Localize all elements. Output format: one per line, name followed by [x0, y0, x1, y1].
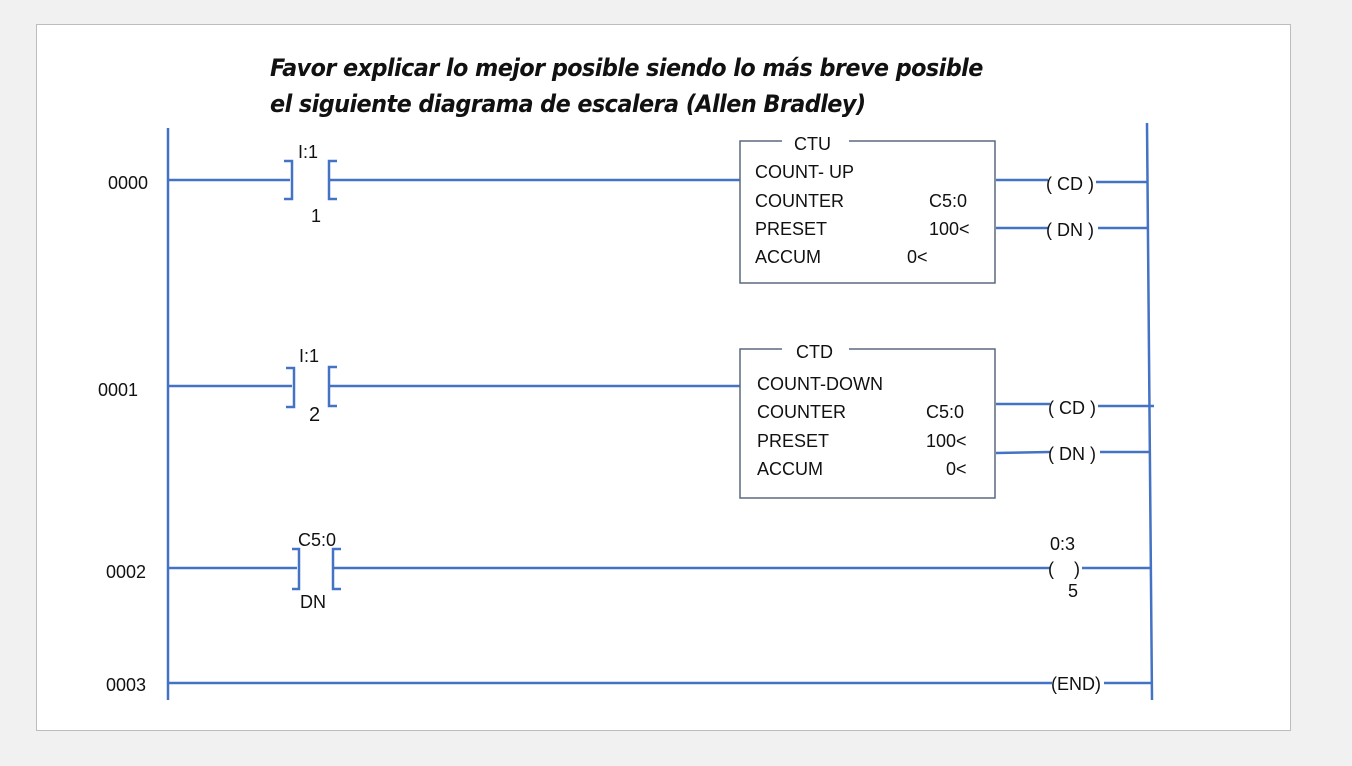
- ctd-cd-coil: ( CD ): [1048, 398, 1096, 418]
- rung-0000-contact-address: I:1: [298, 142, 318, 162]
- output-coil-symbol: ( ): [1048, 559, 1080, 579]
- rung-number-0000: 0000: [108, 173, 148, 193]
- title-line-2: el siguiente diagrama de escalera (Allen…: [270, 90, 866, 118]
- ctd-block-name: CTD: [796, 342, 833, 362]
- rung-number-0002: 0002: [106, 562, 146, 582]
- question-title: Favor explicar lo mejor posible siendo l…: [270, 50, 983, 122]
- rung-0000-contact-bit: 1: [311, 206, 321, 226]
- ctu-block-frame: [739, 140, 996, 284]
- ctd-dn-coil: ( DN ): [1048, 444, 1096, 464]
- right-power-rail: [1145, 122, 1154, 701]
- output-coil-address: 0:3: [1050, 534, 1075, 554]
- rung-0001-contact-bit: 2: [309, 404, 320, 426]
- output-coil-bit: 5: [1068, 581, 1078, 601]
- ctu-counter-label: COUNTER: [755, 191, 844, 211]
- ctu-accum-value: 0<: [907, 247, 928, 267]
- rung-0001-contact-address: I:1: [299, 346, 319, 366]
- title-line-1: Favor explicar lo mejor posible siendo l…: [270, 54, 983, 82]
- ctd-accum-value: 0<: [946, 459, 967, 479]
- ctu-cd-coil: ( CD ): [1046, 174, 1094, 194]
- rung-0002-contact-bit: DN: [300, 592, 326, 612]
- ctd-preset-label: PRESET: [757, 431, 829, 451]
- ctu-preset-label: PRESET: [755, 219, 827, 239]
- ctd-description: COUNT-DOWN: [757, 374, 883, 394]
- ctu-description: COUNT- UP: [755, 162, 854, 182]
- rung-number-0001: 0001: [98, 380, 138, 400]
- rung-0001-contact-left-bracket: [286, 366, 296, 409]
- ctu-block-name: CTU: [794, 134, 831, 154]
- rung-number-0003: 0003: [106, 675, 146, 695]
- ctu-counter-value: C5:0: [929, 191, 967, 211]
- rung-0001-dn-wire-left: [995, 450, 1051, 455]
- ctu-preset-value: 100<: [929, 219, 970, 239]
- rung-0000-contact-left-bracket: [284, 159, 294, 201]
- ctd-block-frame: [739, 348, 996, 499]
- ctd-preset-value: 100<: [926, 431, 967, 451]
- end-instruction: (END): [1051, 674, 1101, 694]
- ctd-counter-value: C5:0: [926, 402, 964, 422]
- ctu-accum-label: ACCUM: [755, 247, 821, 267]
- ctd-counter-label: COUNTER: [757, 402, 846, 422]
- ctd-accum-label: ACCUM: [757, 459, 823, 479]
- rung-0002-contact-left-bracket: [292, 547, 301, 591]
- rung-0002-contact-address: C5:0: [298, 530, 336, 550]
- ctu-dn-coil: ( DN ): [1046, 220, 1094, 240]
- document-card: [36, 24, 1291, 731]
